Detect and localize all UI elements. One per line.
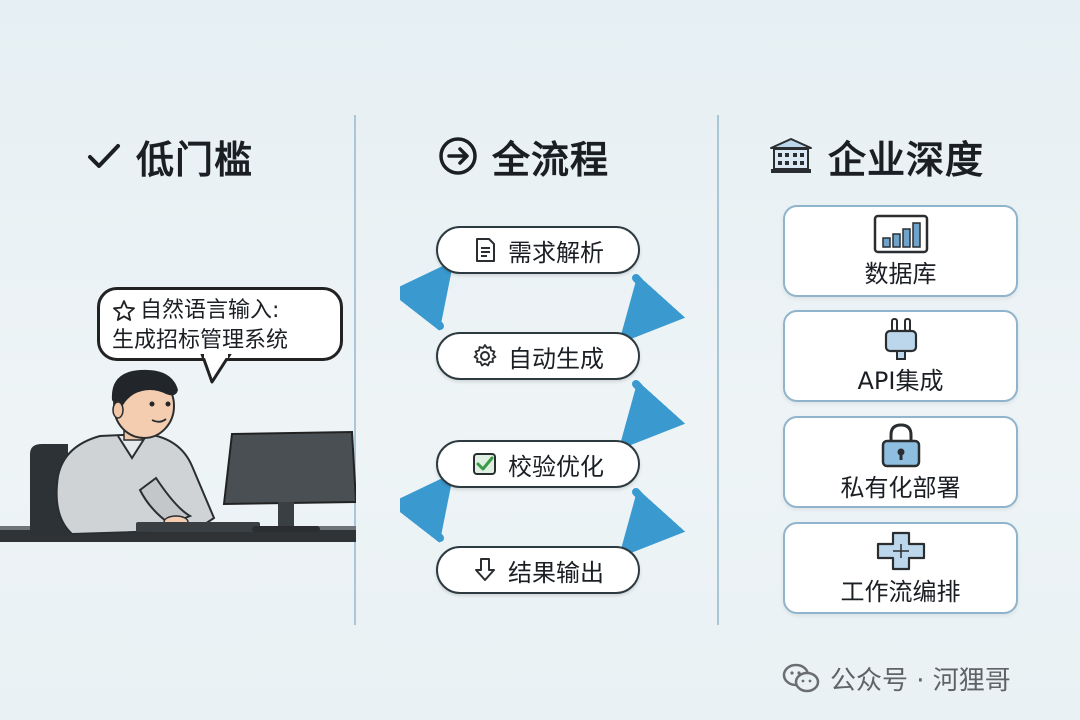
column-divider-right bbox=[717, 115, 719, 625]
wechat-icon bbox=[782, 663, 820, 693]
title-low-barrier: 低门槛 bbox=[86, 130, 253, 182]
flow-step-label: 校验优化 bbox=[508, 452, 604, 481]
document-icon bbox=[476, 238, 495, 262]
flow-step-output: 结果输出 bbox=[436, 546, 640, 594]
person-at-computer-illustration bbox=[0, 369, 356, 542]
padlock-icon bbox=[881, 423, 920, 468]
card-label: API集成 bbox=[857, 367, 944, 395]
bubble-line-2: 生成招标管理系统 bbox=[112, 328, 289, 353]
plug-icon bbox=[884, 318, 917, 360]
gear-icon bbox=[473, 344, 497, 367]
flow-step-label: 自动生成 bbox=[508, 344, 604, 373]
watermark: 公众号 · 河狸哥 bbox=[782, 658, 1011, 698]
title-enterprise-depth: 企业深度 bbox=[768, 130, 984, 182]
card-workflow-orchestration: 工作流编排 bbox=[783, 522, 1018, 614]
title-enterprise-depth-text: 企业深度 bbox=[828, 137, 985, 182]
card-api-integration: API集成 bbox=[783, 310, 1018, 402]
card-database: 数据库 bbox=[783, 205, 1018, 297]
card-private-deployment: 私有化部署 bbox=[783, 416, 1018, 508]
flow-arrow-down-3 bbox=[618, 488, 686, 558]
flow-step-requirement-parsing: 需求解析 bbox=[436, 226, 640, 274]
flow-arrow-up-1 bbox=[400, 260, 454, 331]
bubble-tail bbox=[200, 354, 232, 384]
arrow-right-circle-icon bbox=[439, 137, 477, 175]
title-full-process: 全流程 bbox=[438, 130, 609, 182]
flow-step-label: 需求解析 bbox=[508, 238, 604, 267]
speech-bubble: 自然语言输入: 生成招标管理系统 bbox=[97, 287, 343, 384]
puzzle-icon bbox=[876, 531, 925, 571]
flow-step-label: 结果输出 bbox=[508, 558, 604, 587]
star-icon bbox=[113, 300, 135, 321]
bubble-line-1: 自然语言输入: bbox=[140, 298, 280, 323]
checkmark-icon bbox=[88, 144, 120, 168]
card-label: 私有化部署 bbox=[840, 474, 961, 502]
flow-arrows bbox=[400, 260, 686, 558]
flow-arrow-down-1 bbox=[618, 274, 686, 344]
card-label: 工作流编排 bbox=[840, 578, 961, 606]
bar-chart-icon bbox=[873, 214, 928, 254]
title-full-process-text: 全流程 bbox=[492, 137, 610, 182]
arrow-down-icon bbox=[475, 558, 495, 581]
column-divider-left bbox=[354, 115, 356, 625]
card-label: 数据库 bbox=[864, 260, 937, 288]
bank-building-icon bbox=[770, 138, 812, 173]
flow-arrow-down-2 bbox=[618, 380, 686, 450]
flow-step-auto-generate: 自动生成 bbox=[436, 332, 640, 380]
title-low-barrier-text: 低门槛 bbox=[136, 137, 254, 182]
flow-arrow-up-2 bbox=[400, 472, 454, 543]
watermark-text: 公众号 · 河狸哥 bbox=[830, 665, 1011, 696]
flow-step-validate-optimize: 校验优化 bbox=[436, 440, 640, 488]
checkbox-icon bbox=[473, 453, 496, 475]
